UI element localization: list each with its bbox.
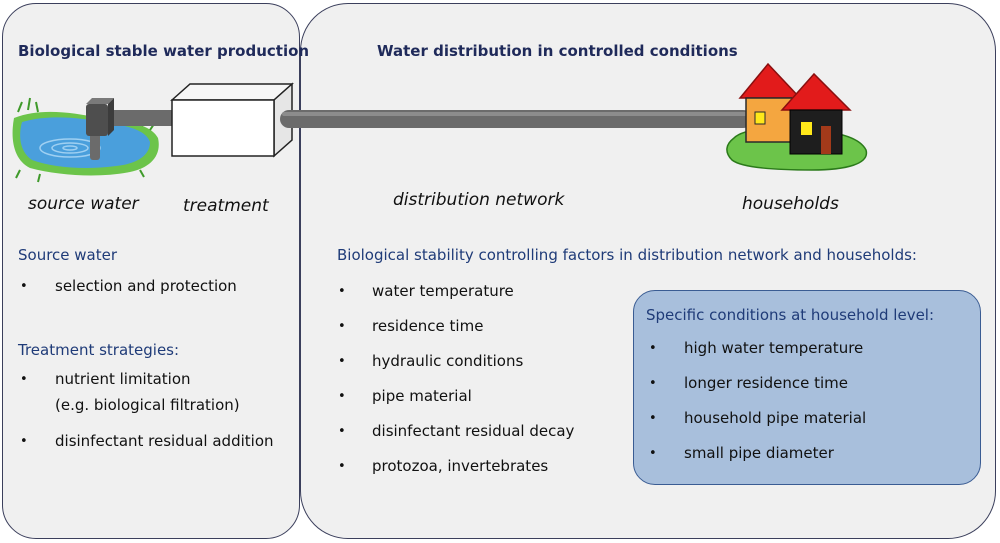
bullet: • xyxy=(338,354,346,369)
household-conditions-box xyxy=(633,290,981,485)
household-item: household pipe material xyxy=(684,409,867,427)
household-heading: Specific conditions at household level: xyxy=(646,306,935,324)
source-item: selection and protection xyxy=(55,277,237,295)
factor-item: water temperature xyxy=(372,282,514,300)
treatment-strategies-heading: Treatment strategies: xyxy=(18,341,180,359)
bullet: • xyxy=(649,341,657,356)
source-water-heading: Source water xyxy=(18,246,118,264)
distribution-network-caption: distribution network xyxy=(393,190,565,210)
production-title: Biological stable water production xyxy=(18,42,310,60)
factor-item: disinfectant residual decay xyxy=(372,422,575,440)
treatment-item: disinfectant residual addition xyxy=(55,432,274,450)
factors-heading: Biological stability controlling factors… xyxy=(337,246,917,264)
factor-item: protozoa, invertebrates xyxy=(372,457,549,475)
bullet: • xyxy=(649,376,657,391)
bullet: • xyxy=(338,389,346,404)
bullet: • xyxy=(649,446,657,461)
treatment-caption: treatment xyxy=(183,196,269,216)
household-item: high water temperature xyxy=(684,339,864,357)
pipe-icon xyxy=(280,110,752,128)
bullet: • xyxy=(338,459,346,474)
source-water-caption: source water xyxy=(28,194,139,214)
households-caption: households xyxy=(742,194,839,214)
treatment-box-icon xyxy=(170,82,294,158)
tap-icon xyxy=(86,98,176,160)
houses-icon xyxy=(726,62,868,171)
bullet: • xyxy=(338,424,346,439)
bullet: • xyxy=(20,279,28,294)
bullet: • xyxy=(338,284,346,299)
household-item: small pipe diameter xyxy=(684,444,834,462)
distribution-title: Water distribution in controlled conditi… xyxy=(377,42,738,60)
bullet: • xyxy=(20,372,28,387)
treatment-item: (e.g. biological filtration) xyxy=(55,396,240,414)
bullet: • xyxy=(20,434,28,449)
treatment-item: nutrient limitation xyxy=(55,370,191,388)
household-item: longer residence time xyxy=(684,374,848,392)
pond-icon xyxy=(12,97,159,183)
bullet: • xyxy=(338,319,346,334)
factor-item: pipe material xyxy=(372,387,472,405)
factor-item: hydraulic conditions xyxy=(372,352,524,370)
bullet: • xyxy=(649,411,657,426)
factor-item: residence time xyxy=(372,317,484,335)
